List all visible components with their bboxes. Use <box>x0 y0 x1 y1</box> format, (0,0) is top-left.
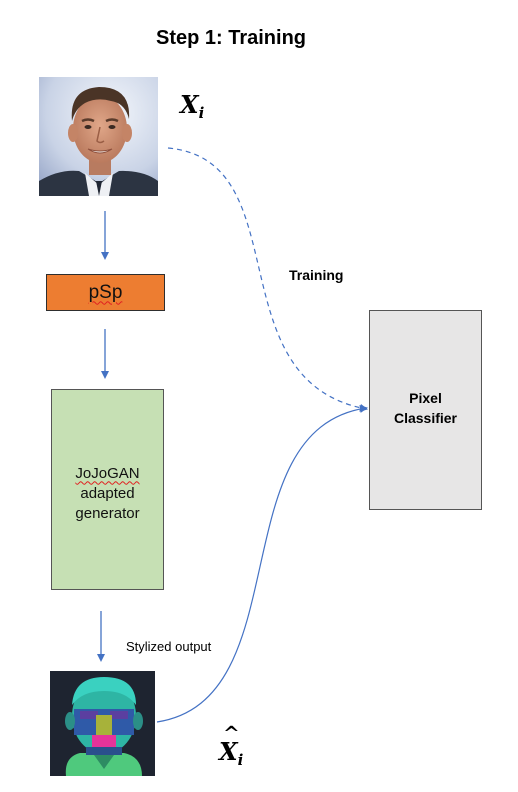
psp-encoder-box: pSp <box>46 274 165 311</box>
output-variable-symbol: X <box>219 721 239 766</box>
generator-label-line-1: JoJoGAN <box>75 464 140 482</box>
generator-label-line-3: generator <box>75 504 140 522</box>
output-variable-label: Xi <box>219 721 244 769</box>
psp-label: pSp <box>88 281 123 303</box>
input-variable-subscript: i <box>198 104 205 122</box>
input-variable-symbol: X <box>180 90 199 119</box>
diagram-title: Step 1: Training <box>155 27 307 49</box>
pixel-classifier-box: Pixel Classifier <box>369 310 482 510</box>
training-edge-label: Training <box>289 267 344 283</box>
input-variable-label: Xi <box>180 90 204 122</box>
generator-label-line-2: adapted <box>80 484 135 502</box>
input-face-photo <box>39 77 158 196</box>
stylized-output-image <box>50 671 155 776</box>
arrow-output-to-classifier <box>156 404 368 723</box>
jojogan-generator-box: JoJoGAN adapted generator <box>51 389 164 590</box>
stylized-output-edge-label: Stylized output <box>126 639 212 654</box>
output-variable-subscript: i <box>237 751 244 769</box>
classifier-label-line-2: Classifier <box>393 410 458 426</box>
classifier-label-line-1: Pixel <box>409 390 442 406</box>
